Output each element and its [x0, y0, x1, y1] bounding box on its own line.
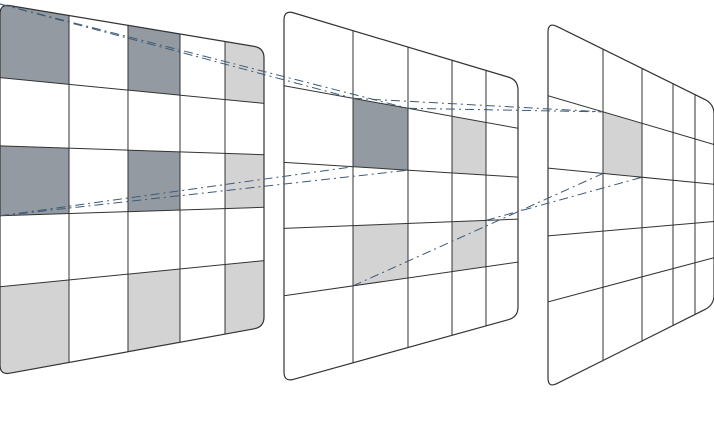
panel-cells-1	[0, 5, 264, 374]
connector-line	[352, 97, 604, 113]
connector-line	[352, 172, 604, 287]
panel-background	[548, 25, 714, 385]
shaded-cell	[127, 150, 180, 212]
grid-row-line	[548, 257, 714, 303]
grid-row-line	[0, 260, 264, 288]
panel-cells-2	[353, 98, 486, 286]
grid-row-line	[548, 220, 714, 237]
grid-row-line	[0, 206, 264, 217]
shaded-cells-layer	[0, 5, 714, 385]
grid-lines-layer	[0, 15, 714, 363]
grid-row-line	[0, 145, 264, 156]
panel-outline-2	[283, 11, 519, 381]
shaded-cell	[225, 41, 264, 104]
shaded-cell	[0, 5, 70, 85]
grid-row-line	[548, 167, 714, 185]
grid-row-line	[284, 161, 518, 178]
grid-row-line	[284, 218, 518, 229]
panel-background	[284, 12, 518, 380]
connector-lines-layer	[0, 3, 643, 287]
connector-line	[0, 166, 354, 217]
panel-grid-3	[548, 49, 714, 361]
shaded-cell	[0, 279, 70, 374]
grid-row-line	[284, 261, 518, 297]
panel-grid-2	[284, 30, 518, 363]
grid-row-line	[548, 95, 714, 145]
grid-row-line	[284, 85, 518, 129]
shaded-cell	[353, 223, 408, 286]
connector-line	[485, 176, 643, 221]
panel-outline-3	[547, 24, 714, 386]
connector-line	[0, 3, 409, 109]
shaded-cell	[225, 153, 264, 209]
shaded-cell	[353, 98, 408, 171]
panel-cells-3	[603, 111, 643, 178]
shaded-cell	[127, 25, 180, 96]
shaded-cell	[452, 220, 486, 272]
panel-grid-1	[0, 15, 264, 363]
shaded-cell	[603, 111, 643, 178]
connector-line	[0, 169, 409, 217]
shaded-cell	[225, 260, 264, 335]
connector-line	[0, 3, 354, 99]
connector-line	[407, 107, 604, 113]
grid-row-line	[0, 77, 264, 104]
shaded-cell	[127, 268, 180, 352]
shaded-cell	[0, 145, 70, 216]
shaded-cell	[452, 116, 486, 176]
